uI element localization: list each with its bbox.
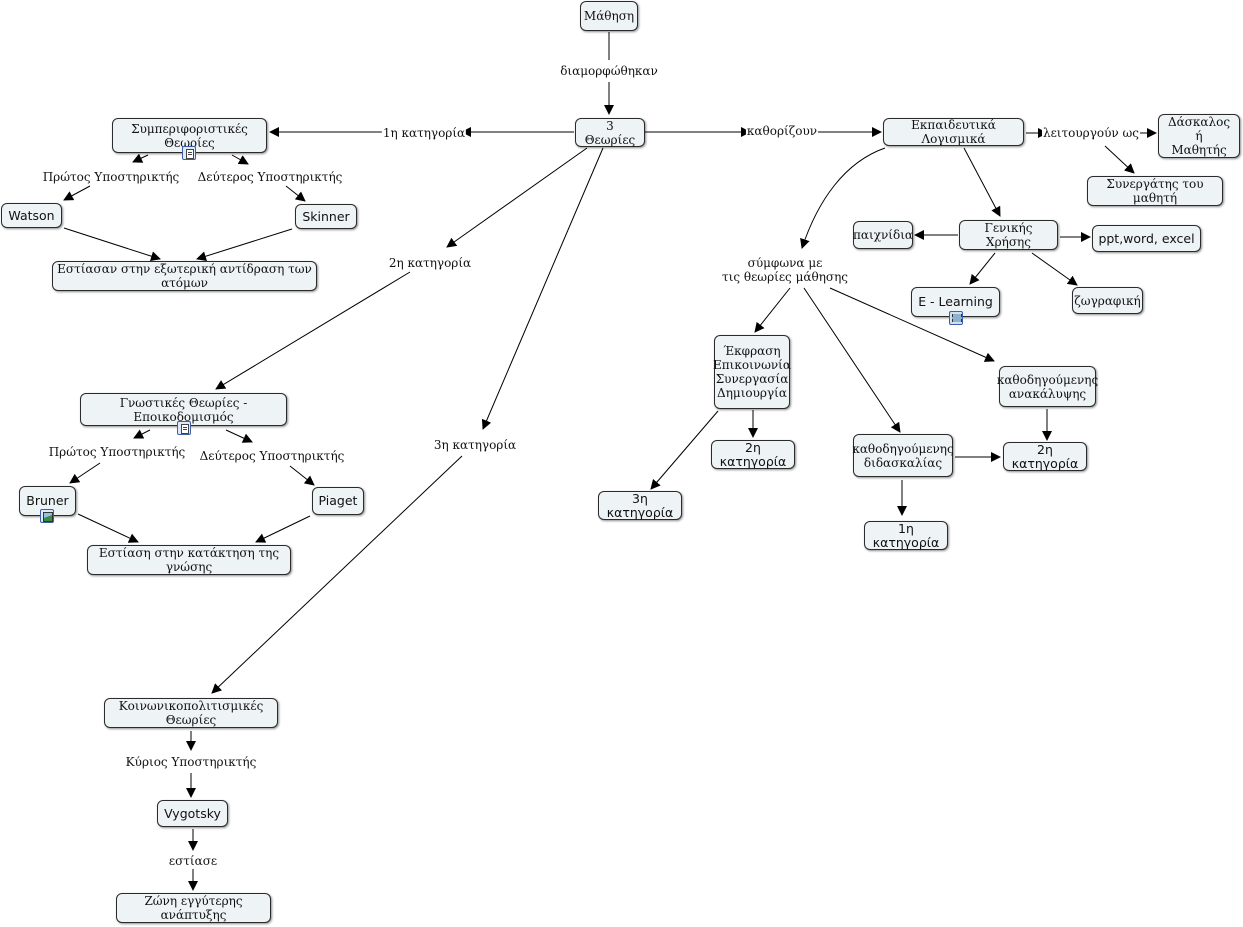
node-label-line: ανακάλυψης: [1008, 386, 1087, 401]
node-guided-discovery[interactable]: καθοδηγούμενης ανακάλυψης: [996, 366, 1099, 407]
node-watson[interactable]: Watson: [1, 203, 62, 228]
link-label-formed: διαμορφώθηκαν: [559, 64, 659, 78]
link-label-second-supporter: Δεύτερος Υποστηρικτής: [196, 170, 344, 184]
node-label: E - Learning: [918, 294, 993, 309]
node-label: 3 Θεωρίες: [584, 118, 636, 147]
node-label: 2η κατηγορία: [719, 439, 787, 469]
node-label: Vygotsky: [164, 805, 221, 821]
link-label-category-3: 3η κατηγορία: [432, 438, 518, 452]
node-guided-teaching[interactable]: καθοδηγούμενης διδασκαλίας: [852, 434, 954, 477]
link-label-line: σύμφωνα με: [747, 256, 823, 270]
node-label-line: Δάσκαλος ή: [1167, 115, 1231, 143]
link-label-main-supporter: Κύριος Υποστηρικτής: [124, 755, 258, 769]
node-general-use[interactable]: Γενικής Χρήσης: [959, 220, 1058, 250]
node-expression[interactable]: Έκφραση Επικοινωνία Συνεργασία Δημιουργί…: [713, 335, 791, 409]
node-label: Γνωστικές Θεωρίες - Εποικοδομισμός: [119, 395, 248, 424]
node-label-line: διδασκαλίας: [863, 455, 943, 470]
link-label-according: σύμφωνα με τις θεωρίες μάθησης: [720, 256, 850, 284]
node-label: Skinner: [302, 208, 350, 224]
node-label: Εστίαση στην κατάκτηση της γνώσης: [98, 546, 280, 574]
node-collaborator[interactable]: Συνεργάτης του μαθητή: [1087, 176, 1223, 206]
node-label-line: Επικοινωνία: [713, 358, 791, 372]
node-label-line: καθοδηγούμενης: [996, 372, 1099, 387]
node-skinner[interactable]: Skinner: [295, 204, 357, 229]
link-label-line: τις θεωρίες μάθησης: [721, 270, 849, 284]
node-category-3[interactable]: 3η κατηγορία: [598, 491, 682, 520]
node-label: Μάθηση: [583, 9, 635, 23]
film-icon[interactable]: [949, 311, 963, 325]
node-painting[interactable]: ζωγραφική: [1072, 287, 1143, 314]
node-piaget[interactable]: Piaget: [312, 487, 364, 515]
document-icon[interactable]: [182, 146, 196, 160]
link-label-function-as: λειτουργούν ως: [1041, 126, 1141, 140]
node-label: ppt,word, excel: [1098, 230, 1195, 246]
node-teacher-or-student[interactable]: Δάσκαλος ή Μαθητής: [1158, 114, 1240, 158]
node-cognitive-focus[interactable]: Εστίαση στην κατάκτηση της γνώσης: [87, 545, 291, 575]
node-cognitive-theories[interactable]: Γνωστικές Θεωρίες - Εποικοδομισμός: [80, 393, 287, 426]
node-label: Piaget: [318, 493, 358, 508]
node-mathisi[interactable]: Μάθηση: [580, 1, 638, 31]
node-ppt-word-excel[interactable]: ppt,word, excel: [1092, 225, 1201, 252]
node-behaviorist-focus[interactable]: Εστίασαν στην εξωτερική αντίδραση των ατ…: [52, 261, 317, 291]
node-label: Watson: [8, 207, 55, 223]
node-label: Συνεργάτης του μαθητή: [1106, 177, 1204, 205]
node-category-1[interactable]: 1η κατηγορία: [864, 521, 948, 550]
node-educational-software[interactable]: Εκπαιδευτικά Λογισμικά: [883, 118, 1024, 146]
node-zone[interactable]: Ζώνη εγγύτερης ανάπτυξης: [116, 893, 271, 923]
node-games[interactable]: παιχνίδια: [853, 221, 913, 249]
node-label-line: Μαθητής: [1171, 143, 1227, 157]
node-label: Εκπαιδευτικά Λογισμικά: [911, 118, 996, 146]
node-label: παιχνίδια: [853, 228, 913, 242]
node-vygotsky[interactable]: Vygotsky: [157, 800, 228, 827]
node-label-line: Έκφραση: [723, 344, 781, 358]
node-3-theories[interactable]: 3 Θεωρίες: [575, 118, 645, 147]
node-label: Συμπεριφοριστικές Θεωρίες: [131, 121, 248, 150]
node-category-2[interactable]: 2η κατηγορία: [1003, 442, 1087, 471]
link-label-first-supporter: Πρώτος Υποστηρικτής: [47, 445, 187, 459]
node-label: 1η κατηγορία: [872, 520, 940, 550]
document-icon[interactable]: [177, 421, 191, 435]
node-label: Εστίασαν στην εξωτερική αντίδραση των ατ…: [57, 262, 312, 290]
node-label: Ζώνη εγγύτερης ανάπτυξης: [144, 894, 243, 922]
image-icon[interactable]: [40, 509, 54, 523]
node-label-line: Συνεργασία: [715, 372, 789, 386]
node-label: 2η κατηγορία: [1011, 441, 1079, 471]
node-label: ζωγραφική: [1074, 293, 1141, 308]
link-label-second-supporter: Δεύτερος Υποστηρικτής: [198, 449, 346, 463]
link-label-define: καθορίζουν: [745, 124, 819, 138]
node-label: Γενικής Χρήσης: [984, 221, 1033, 249]
link-label-first-supporter: Πρώτος Υποστηρικτής: [41, 170, 181, 184]
node-label: Bruner: [26, 493, 69, 508]
node-category-2[interactable]: 2η κατηγορία: [711, 440, 795, 469]
node-sociocultural-theories[interactable]: Κοινωνικοπολιτισμικές Θεωρίες: [104, 698, 278, 728]
node-label-line: Δημιουργία: [717, 386, 787, 400]
node-label-line: καθοδηγούμενης: [852, 441, 954, 456]
node-label: Κοινωνικοπολιτισμικές Θεωρίες: [118, 699, 264, 727]
link-label-category-2: 2η κατηγορία: [387, 256, 473, 270]
link-label-focused: εστίασε: [167, 854, 219, 868]
node-label: 3η κατηγορία: [606, 490, 674, 520]
link-label-category-1: 1η κατηγορία: [381, 126, 467, 140]
